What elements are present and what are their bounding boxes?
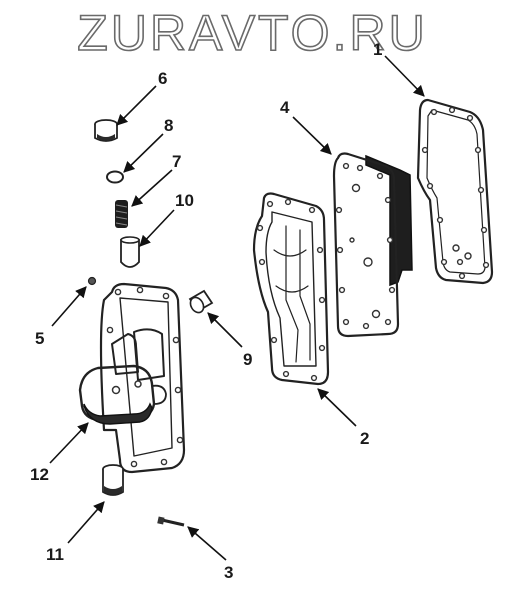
leader-5 [51, 286, 87, 327]
part-11-filter-element [102, 464, 124, 496]
callout-8: 8 [164, 116, 173, 135]
callout-numbers: 1 2 3 4 5 6 7 8 9 10 11 12 [30, 40, 382, 582]
callout-3: 3 [224, 563, 233, 582]
callout-2: 2 [360, 429, 369, 448]
leader-7 [131, 169, 173, 207]
part-6-plug [94, 119, 118, 142]
part-12-filter-head-housing [78, 282, 186, 474]
leader-3 [187, 526, 227, 561]
callout-6: 6 [158, 69, 167, 88]
leader-12 [49, 422, 89, 464]
leader-6 [116, 85, 157, 126]
part-4-oil-cooler-core [332, 152, 413, 338]
callout-10: 10 [175, 191, 194, 210]
leader-10 [139, 209, 175, 247]
callout-5: 5 [35, 329, 44, 348]
leader-arrows [49, 55, 425, 561]
leader-8 [123, 133, 164, 173]
callout-12: 12 [30, 465, 49, 484]
callout-4: 4 [280, 98, 290, 117]
part-2-cooler-gasket [252, 192, 330, 386]
part-8-o-ring [106, 170, 124, 184]
leader-1 [384, 55, 425, 97]
part-3-bolt [157, 516, 185, 527]
part-7-spring [115, 200, 128, 228]
part-10-valve [120, 236, 140, 268]
part-1-gasket [416, 98, 494, 285]
leader-2 [317, 388, 357, 427]
leader-9 [207, 312, 243, 348]
leader-4 [292, 116, 332, 155]
site-watermark: ZURAVTO.RU [76, 4, 428, 62]
callout-7: 7 [172, 152, 181, 171]
leader-11 [67, 501, 105, 544]
part-5-small-plug [87, 276, 97, 286]
callout-11: 11 [46, 545, 64, 564]
part-9-fitting [188, 289, 214, 314]
callout-1: 1 [373, 40, 382, 59]
callout-9: 9 [243, 350, 252, 369]
